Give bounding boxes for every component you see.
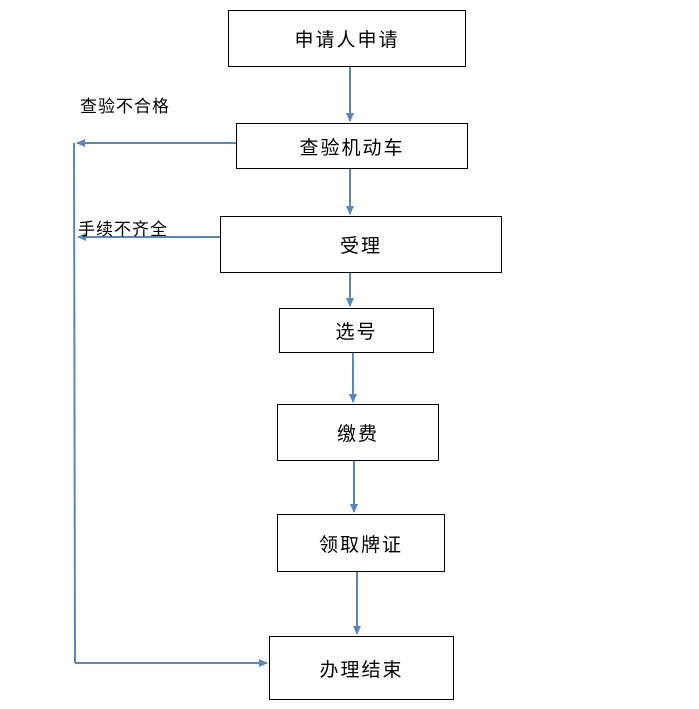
step-collect-label: 领取牌证 [318,533,403,556]
step-select-box: 选号 [279,308,434,353]
step-inspect-label: 查验机动车 [299,136,405,159]
step-accept-label: 受理 [339,235,382,257]
label-docs-incomplete: 手续不齐全 [78,220,168,240]
return-line [73,142,76,664]
label-inspect-fail: 查验不合格 [80,97,170,117]
step-accept-box: 受理 [220,216,502,273]
step-collect-box: 领取牌证 [277,514,445,572]
step-inspect-box: 查验机动车 [236,123,468,169]
step-finish-label: 办理结束 [319,658,404,681]
step-apply-box: 申请人申请 [228,10,466,67]
step-pay-label: 缴费 [336,423,379,445]
step-select-label: 选号 [335,321,378,343]
step-apply-label: 申请人申请 [294,29,400,51]
step-pay-box: 缴费 [277,404,439,461]
step-finish-box: 办理结束 [269,636,454,700]
